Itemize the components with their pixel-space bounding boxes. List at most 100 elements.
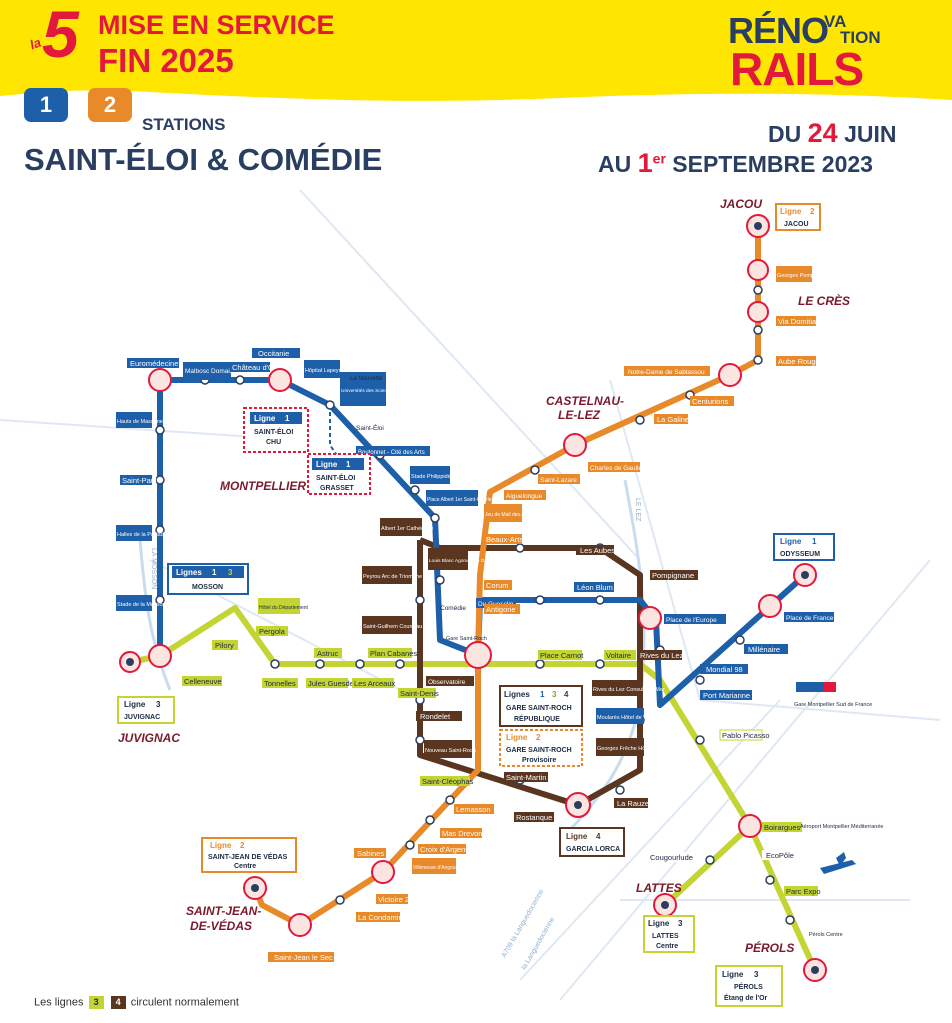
lbl-saint-martin: Saint-Martin	[506, 773, 546, 782]
terminus-perols-etang: Ligne 3 PÉROLS Étang de l'Or	[715, 965, 783, 1007]
lbl-rondelet: Rondelet	[420, 712, 451, 721]
lbl-st-jean-sec: Saint-Jean le Sec	[274, 953, 333, 962]
map-label-terminus_boxes-lattes_centre-name1: LATTES	[652, 933, 679, 940]
lbl-notre-dame: Notre-Dame de Sablassou	[628, 369, 705, 376]
map-label-terminus_boxes-mosson-name1: MOSSON	[192, 584, 223, 591]
lbl-jeu-mail: Jeu de Mail des Abbés	[485, 512, 536, 518]
lbl-stade-philippides: Stade Philippidès	[411, 474, 454, 480]
lbl-leon-blum: Léon Blum	[577, 583, 613, 592]
town-st-jean2: DE-VÉDAS	[190, 918, 252, 933]
plane-icon	[820, 852, 856, 874]
line1-badge: 1	[24, 88, 68, 122]
map-label-terminus_boxes-gare_prov-line_word: Ligne	[506, 733, 528, 742]
map-label-terminus_boxes-garcia_lorca-line_num: 4	[596, 832, 601, 841]
map-label-terminus_boxes-lattes_centre-line_num: 3	[678, 919, 683, 928]
lbl-pergola: Pergola	[259, 627, 286, 636]
lbl-les-aubes: Les Aubes	[580, 546, 615, 555]
legend-suffix: circulent normalement	[130, 996, 239, 1009]
lbl-louis-blanc: Louis Blanc Agora de la Danse	[429, 558, 495, 564]
town-juvignac: JUVIGNAC	[118, 731, 180, 745]
map-label-terminus_boxes-gare_prov-name2: Provisoire	[522, 757, 556, 764]
lbl-euromedecine: Euromédecine	[130, 359, 178, 368]
lbl-rives-consuls: Rives du Lez Consuls de Mer	[593, 687, 665, 693]
lbl-jules-guesde: Jules Guesde	[308, 679, 354, 688]
lbl-celleneuve: Celleneuve	[184, 677, 222, 686]
terminus-gare-provisoire: Ligne 2 GARE SAINT-ROCH Provisoire	[499, 729, 583, 767]
terminus-odysseum: Ligne 1 ODYSSEUM	[773, 533, 835, 561]
lbl-aube-rouge: Aube Rouge	[778, 357, 820, 366]
map-label-terminus_boxes-perols_etang-line_num: 3	[754, 970, 759, 979]
lbl-cougourlude: Cougourlude	[650, 853, 693, 862]
station-dots	[154, 285, 795, 925]
map-label-terminus_boxes-perols_etang-name2: Étang de l'Or	[724, 993, 768, 1002]
map-label-terminus_boxes-mosson-line_num2: 3	[228, 568, 233, 577]
lbl-la-galine: La Galine	[657, 415, 689, 424]
lbl-mas-drevon: Mas Drevon	[442, 829, 482, 838]
lbl-place-albert: Place Albert 1er Saint-Charles	[427, 497, 494, 503]
lbl-gare-sud-france: Gare Montpellier Sud de France	[794, 702, 872, 708]
map-label-terminus_boxes-lattes_centre-line_word: Ligne	[648, 919, 670, 928]
terminus-lattes-centre: Ligne 3 LATTES Centre	[643, 915, 695, 953]
lbl-via-domitia: Via Domitia	[778, 317, 817, 326]
map-label-terminus_boxes-mosson-line_num: 1	[212, 568, 217, 577]
lbl-centurions: Centurions	[692, 397, 729, 406]
station-labels: Euromédecine Malbosc Domaine d'O Château…	[116, 266, 883, 962]
town-castelnau2: LE-LEZ	[558, 408, 601, 422]
lbl-peyrou: Peyrou Arc de Triomphe	[363, 574, 422, 580]
line1-route	[157, 377, 808, 708]
lbl-villeneuve: Villeneuve d'Angoulême	[413, 865, 467, 871]
lbl-stade-mosson: Stade de la Mosson	[117, 602, 166, 608]
legend-chip-line4: 4	[110, 996, 126, 1009]
lbl-saint-eloi: Saint-Éloi	[356, 423, 384, 432]
lbl-albert-cathedrale: Albert 1er Cathédrale	[381, 526, 433, 532]
legend-chip-line3: 3	[88, 996, 104, 1009]
logo-rails: RAILS	[730, 43, 864, 95]
la5-logo: la 5	[26, 0, 96, 82]
lbl-boutonnet: Boutonnet - Cité des Arts	[358, 450, 425, 456]
line3-route	[129, 605, 818, 972]
map-label-terminus_boxes-odysseum-line_word: Ligne	[780, 537, 802, 546]
map-label-terminus_boxes-gare_rep-line_word: Lignes	[504, 690, 530, 699]
lbl-la-condamine: La Condamine	[358, 913, 407, 922]
la5-number: 5	[42, 0, 79, 71]
lbl-antigone: Antigone	[486, 605, 516, 614]
mise-en-service-title: MISE EN SERVICE	[98, 10, 335, 40]
lbl-mondial98: Mondial 98	[706, 665, 743, 674]
map-label-terminus_boxes-gare_rep-line_num3: 4	[564, 690, 569, 699]
map-label-terminus_boxes-st_jean_vedas-line_num: 2	[240, 841, 245, 850]
dates-month: SEPTEMBRE 2023	[672, 151, 873, 177]
lbl-rostangue: Rostanque	[516, 813, 552, 822]
lbl-parc-expo: Parc Expo	[786, 887, 821, 896]
map-label-terminus_boxes-st_jean_vedas-name1: SAINT-JEAN DE VÉDAS	[208, 852, 288, 861]
lbl-gare-st-roch: Gare Saint-Roch	[446, 636, 487, 642]
lbl-observatoire: Observatoire	[428, 679, 466, 686]
lbl-les-arceaux: Les Arceaux	[354, 679, 396, 688]
key-station-markers	[119, 214, 827, 982]
lbl-hopital: Hôpital Lapeyronie	[305, 368, 351, 374]
town-le-cres: LE CRÈS	[798, 293, 850, 308]
map-label-terminus_boxes-juvignac-line_word: Ligne	[124, 700, 146, 709]
terminus-mosson: Lignes 1 3 MOSSON	[167, 563, 249, 595]
dates-au: AU	[598, 151, 632, 177]
lbl-astruc: Astruc	[317, 649, 339, 658]
map-label-terminus_boxes-jacou-name1: JACOU	[784, 221, 809, 228]
map-label-terminus_boxes-perols_etang-name1: PÉROLS	[734, 982, 763, 991]
lbl-pilory: Pilory	[215, 641, 234, 650]
lbl-plan-cabanes: Plan Cabanes	[370, 649, 417, 658]
dates-line2: AU 1er SEPTEMBRE 2023	[598, 148, 873, 179]
lbl-tonnelles: Tonnelles	[264, 679, 296, 688]
map-label-terminus_boxes-st_eloi_chu-name2: CHU	[266, 439, 281, 446]
map-label-terminus_boxes-st_jean_vedas-line_word: Ligne	[210, 841, 232, 850]
dates-day-24: 24	[807, 118, 838, 148]
map-label-terminus_boxes-st_eloi_grasset-name1: SAINT-ÉLOI	[316, 473, 355, 482]
dates-day-1: 1	[637, 148, 653, 178]
lbl-la-nouvette: La Nouvette	[350, 376, 383, 382]
terminus-saint-eloi-grasset: Ligne 1 SAINT-ÉLOI GRASSET	[307, 453, 371, 495]
line2-badge: 2	[88, 88, 132, 122]
lbl-place-carnot: Place Carnot	[540, 651, 584, 660]
lbl-georges-freche: Georges Frêche Hôtel de Ville	[597, 746, 671, 752]
map-label-terminus_boxes-lattes_centre-name2: Centre	[656, 943, 678, 950]
map-label-terminus_boxes-gare_prov-name1: GARE SAINT-ROCH	[506, 747, 572, 754]
lbl-place-europe: Place de l'Europe	[666, 617, 717, 624]
